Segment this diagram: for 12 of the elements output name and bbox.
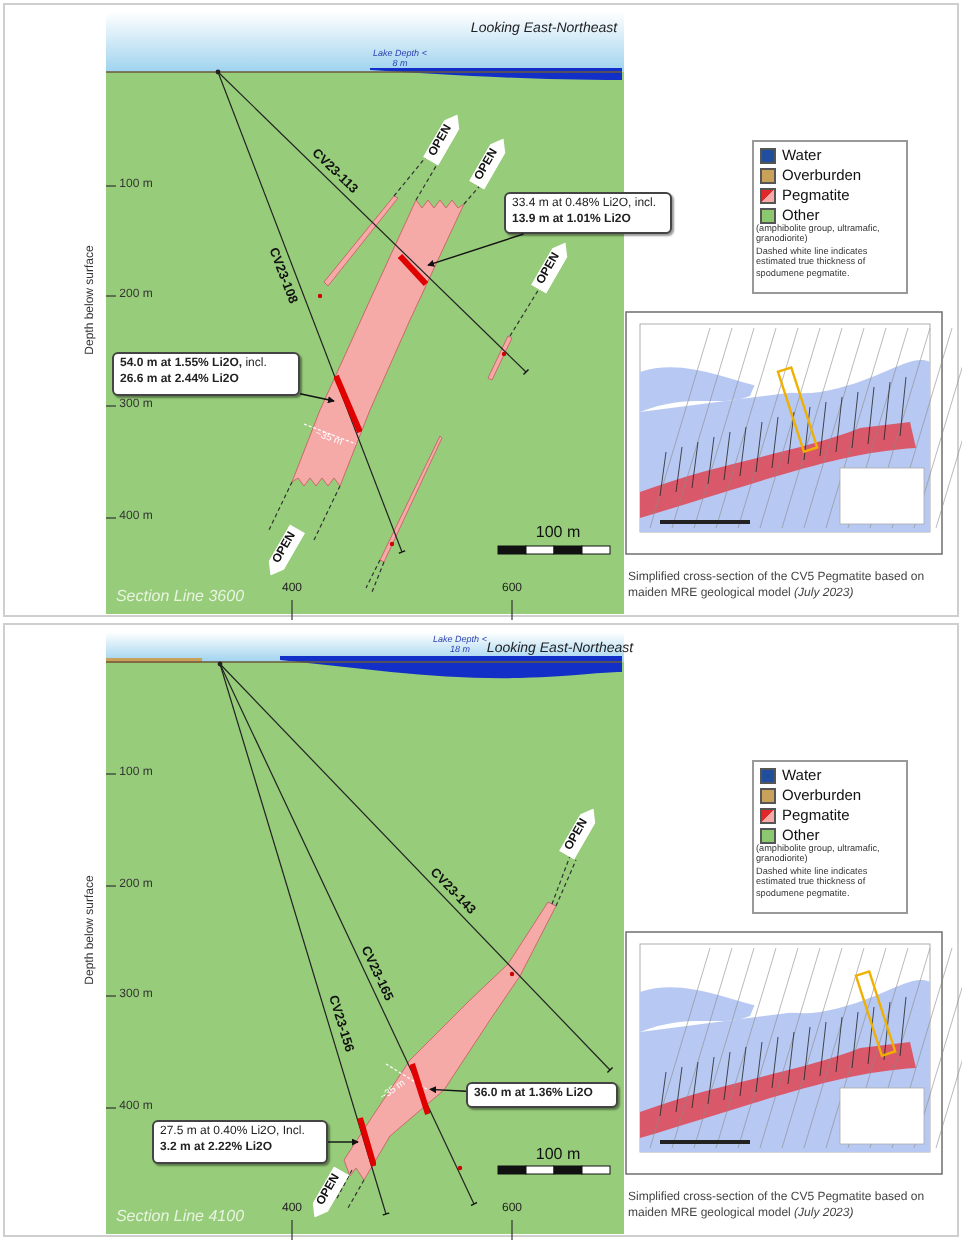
leader-line xyxy=(299,393,335,404)
intercept-bar xyxy=(410,1062,430,1116)
section-label: Section Line 3600 xyxy=(115,586,245,606)
leader-line xyxy=(327,1138,359,1146)
intercept-bar xyxy=(358,1116,376,1168)
intercept-bar xyxy=(334,374,362,434)
scale-label: 100 m xyxy=(535,522,581,542)
section-label: Section Line 4100 xyxy=(115,1206,245,1226)
scale-label: 100 m xyxy=(535,1144,581,1164)
intercept-bar xyxy=(398,254,428,286)
leader-line xyxy=(429,1086,467,1094)
leader-line xyxy=(427,233,525,267)
